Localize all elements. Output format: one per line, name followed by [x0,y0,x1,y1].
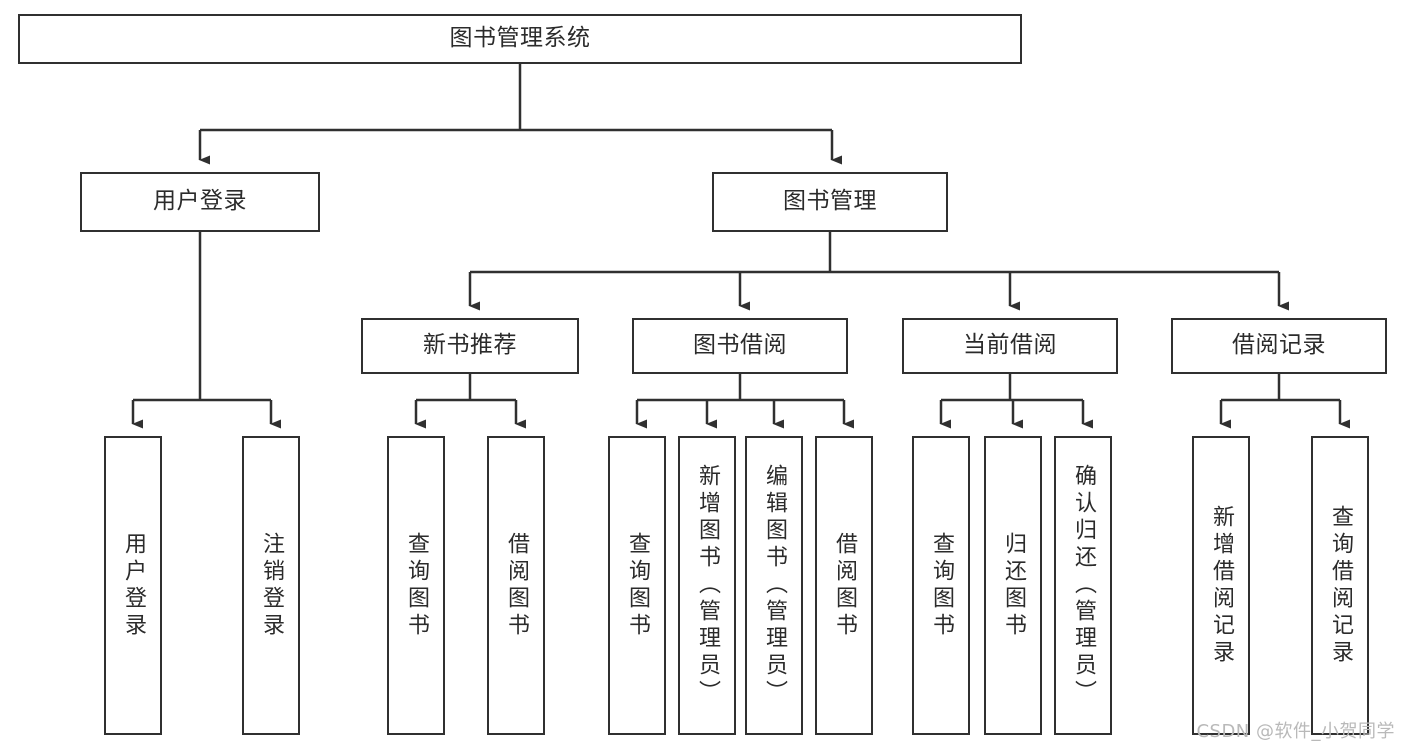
node-level2-borrow-record[interactable]: 借阅记录 [1171,318,1387,374]
node-leaf-confirm-return-admin[interactable]: 确认归还（管理员） [1054,436,1112,735]
node-leaf-add-borrow-record[interactable]: 新增借阅记录 [1192,436,1250,735]
node-leaf-user-login-label: 用户登录 [121,531,146,640]
node-root-label: 图书管理系统 [449,25,591,52]
node-leaf-logout[interactable]: 注销登录 [242,436,300,735]
node-leaf-logout-label: 注销登录 [259,531,284,640]
node-leaf-query-book-borrow-label: 查询图书 [625,531,650,640]
node-leaf-borrow-book[interactable]: 借阅图书 [815,436,873,735]
node-leaf-add-book-admin-label: 新增图书（管理员） [695,464,720,707]
node-leaf-query-book-new-label: 查询图书 [404,531,429,640]
node-level1-book-management[interactable]: 图书管理 [712,172,948,232]
node-leaf-borrow-book-new[interactable]: 借阅图书 [487,436,545,735]
node-leaf-edit-book-admin-label: 编辑图书（管理员） [762,464,787,707]
watermark: CSDN @软件_小贺同学 [1196,721,1395,742]
node-level2-new-book-recommend[interactable]: 新书推荐 [361,318,579,374]
node-leaf-query-book-borrow[interactable]: 查询图书 [608,436,666,735]
node-level2-current-borrow[interactable]: 当前借阅 [902,318,1118,374]
node-level2-book-borrow[interactable]: 图书借阅 [632,318,848,374]
node-leaf-query-borrow-record[interactable]: 查询借阅记录 [1311,436,1369,735]
node-level2-borrow-record-label: 借阅记录 [1232,332,1326,359]
node-level1-user-login-label: 用户登录 [153,188,247,215]
node-level1-user-login[interactable]: 用户登录 [80,172,320,232]
node-leaf-query-book-current-label: 查询图书 [929,531,954,640]
node-root[interactable]: 图书管理系统 [18,14,1022,64]
node-leaf-edit-book-admin[interactable]: 编辑图书（管理员） [745,436,803,735]
node-level2-current-borrow-label: 当前借阅 [963,332,1057,359]
node-leaf-add-book-admin[interactable]: 新增图书（管理员） [678,436,736,735]
node-level2-new-book-recommend-label: 新书推荐 [423,332,517,359]
node-leaf-return-book-label: 归还图书 [1001,531,1026,640]
node-leaf-user-login[interactable]: 用户登录 [104,436,162,735]
node-leaf-query-book-current[interactable]: 查询图书 [912,436,970,735]
node-level2-book-borrow-label: 图书借阅 [693,332,787,359]
node-level1-book-management-label: 图书管理 [783,188,877,215]
node-leaf-query-borrow-record-label: 查询借阅记录 [1328,504,1353,667]
node-leaf-borrow-book-new-label: 借阅图书 [504,531,529,640]
node-leaf-confirm-return-admin-label: 确认归还（管理员） [1071,464,1096,707]
node-leaf-add-borrow-record-label: 新增借阅记录 [1209,504,1234,667]
node-leaf-return-book[interactable]: 归还图书 [984,436,1042,735]
node-leaf-query-book-new[interactable]: 查询图书 [387,436,445,735]
node-leaf-borrow-book-label: 借阅图书 [832,531,857,640]
